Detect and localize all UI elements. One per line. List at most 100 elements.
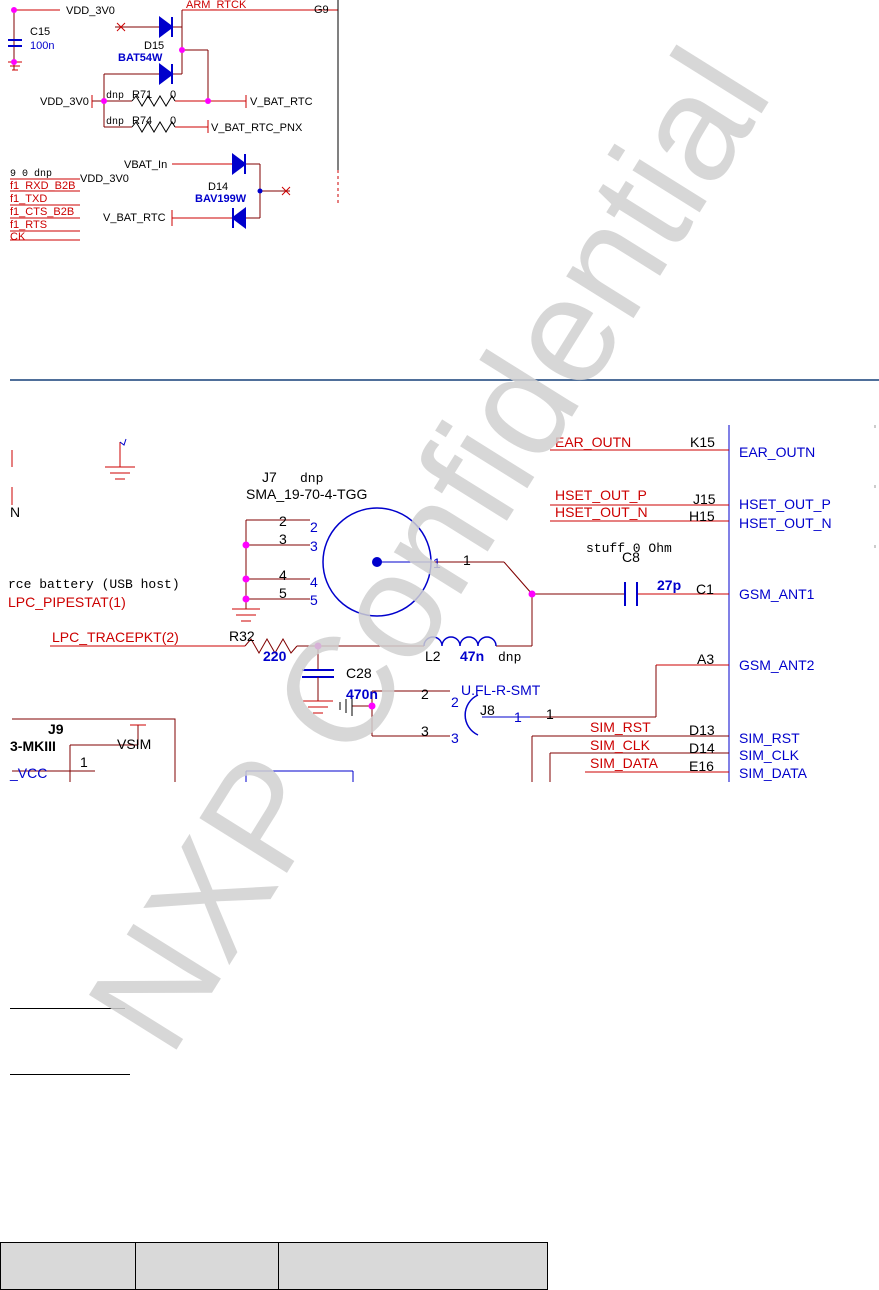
r74-dnp: dnp — [106, 116, 124, 128]
sim-clk-net: SIM_CLK — [590, 737, 651, 753]
j8-pin-inner: 3 — [451, 730, 459, 746]
j8-pin-inner: 2 — [451, 694, 459, 710]
heading-underline — [10, 1074, 130, 1075]
c8-ref: C8 — [622, 549, 640, 565]
d15-part: BAT54W — [118, 52, 163, 64]
net-vdd-mid: VDD_3V0 — [40, 96, 89, 108]
section-divider — [10, 379, 879, 381]
j7-pin-inner: 4 — [310, 574, 318, 590]
sim-rst-pin: D13 — [689, 722, 715, 738]
table-header-cell — [278, 1242, 548, 1290]
c28-ref: C28 — [346, 665, 372, 681]
net-vbat-rtc-pnx: V_BAT_RTC_PNX — [211, 122, 303, 134]
a3-pin: A3 — [697, 651, 714, 667]
left-label: 9 0 dnp — [10, 168, 52, 180]
pin-g9: G9 — [314, 4, 329, 16]
d14-upper-diode — [232, 153, 247, 175]
l2-ref: L2 — [425, 648, 441, 664]
j7-pin-inner: 1 — [433, 555, 441, 571]
j7-dnp: dnp — [300, 471, 323, 486]
l2-value: 47n — [460, 648, 484, 664]
j7-pin: 4 — [279, 567, 287, 583]
junction-node — [368, 702, 376, 710]
junction-node — [205, 98, 211, 104]
d14-ref: D14 — [208, 181, 228, 193]
junction-node — [179, 47, 185, 53]
source-note: rce battery (USB host) — [8, 577, 180, 592]
d14-lower-diode — [231, 207, 246, 229]
sim-rst-net: SIM_RST — [590, 719, 651, 735]
j8-pin: 1 — [546, 706, 554, 722]
r74-value: 0 — [170, 115, 176, 127]
r71-ref: R71 — [132, 89, 152, 101]
sim-data-net: SIM_DATA — [590, 755, 659, 771]
tracepkt: LPC_TRACEPKT(2) — [52, 629, 179, 645]
junction-node — [314, 642, 322, 650]
sim-clk-pin: D14 — [689, 740, 715, 756]
c15-ref: C15 — [30, 26, 50, 38]
junction-node — [257, 188, 263, 194]
j7-pin-inner: 5 — [310, 592, 318, 608]
junction-node — [101, 98, 107, 104]
net-arm-rtck: ARM_RTCK — [186, 0, 247, 11]
r32-ref: R32 — [229, 628, 255, 644]
j8-part: U.FL-R-SMT — [461, 682, 541, 698]
hset-p-port: HSET_OUT_P — [739, 496, 831, 512]
vsim-label: VSIM — [117, 736, 151, 752]
j7-pin-inner: 2 — [310, 519, 318, 535]
document-table-header — [0, 1242, 548, 1290]
j7-ref: J7 — [262, 469, 277, 485]
c15-value: 100n — [30, 40, 54, 52]
hset-p-net: HSET_OUT_P — [555, 487, 647, 503]
left-label: CK — [10, 231, 26, 243]
j7-pin: 5 — [279, 585, 287, 601]
left-label: f1_RXD_B2B — [10, 180, 75, 192]
net-vbat-rtc: V_BAT_RTC — [250, 96, 313, 108]
left-label: f1_TXD — [10, 193, 47, 205]
left-fragment-n: N — [10, 504, 20, 520]
net-vdd-low: VDD_3V0 — [80, 173, 129, 185]
junction-node — [242, 575, 250, 583]
ear-pin: K15 — [690, 434, 715, 450]
j8-ref: J8 — [480, 702, 495, 718]
hset-p-pin: J15 — [693, 491, 716, 507]
table-header-cell — [135, 1242, 279, 1290]
c8-value: 27p — [657, 577, 681, 593]
hset-n-net: HSET_OUT_N — [555, 504, 648, 520]
net-vbat-in: VBAT_In — [124, 159, 167, 171]
j8-pin: 2 — [421, 686, 429, 702]
gsm-ant1: GSM_ANT1 — [739, 586, 815, 602]
d14-part: BAV199W — [195, 193, 247, 205]
j9-ref: J9 — [48, 721, 64, 737]
hset-n-port: HSET_OUT_N — [739, 515, 832, 531]
r71-dnp: dnp — [106, 90, 124, 102]
j9-pin: 1 — [80, 754, 88, 770]
j9-part: 3-MKIII — [10, 738, 56, 754]
r32-value: 220 — [263, 648, 287, 664]
c28-value: 470n — [346, 686, 378, 702]
schematic-bottom: EAR_OUTN K15 EAR_OUTN N J7 dnp SMA_19-70… — [8, 425, 876, 782]
ear-net: EAR_OUTN — [555, 434, 631, 450]
d15-upper-diode — [159, 16, 174, 38]
heading-underline — [10, 1008, 125, 1009]
j7-part: SMA_19-70-4-TGG — [246, 486, 367, 502]
gsm-ant2: GSM_ANT2 — [739, 657, 815, 673]
net-vdd-top: VDD_3V0 — [66, 5, 115, 17]
hset-n-pin: H15 — [689, 508, 715, 524]
j7-pin: 2 — [279, 513, 287, 529]
sim-rst-port: SIM_RST — [739, 730, 800, 746]
c1-pin: C1 — [696, 581, 714, 597]
left-label: f1_CTS_B2B — [10, 206, 74, 218]
j7-pin: 3 — [279, 531, 287, 547]
j8-pin: 3 — [421, 723, 429, 739]
r71-value: 0 — [170, 89, 176, 101]
j7-pin-inner: 3 — [310, 538, 318, 554]
j8-pin-inner: 1 — [514, 709, 522, 725]
junction-node — [11, 59, 17, 65]
net-vbat-rtc-low: V_BAT_RTC — [103, 212, 166, 224]
r74-ref: R74 — [132, 115, 152, 127]
junction-node — [242, 595, 250, 603]
antenna-center-dot — [372, 557, 382, 567]
sim-data-port: SIM_DATA — [739, 765, 808, 781]
sim-data-pin: E16 — [689, 758, 714, 774]
